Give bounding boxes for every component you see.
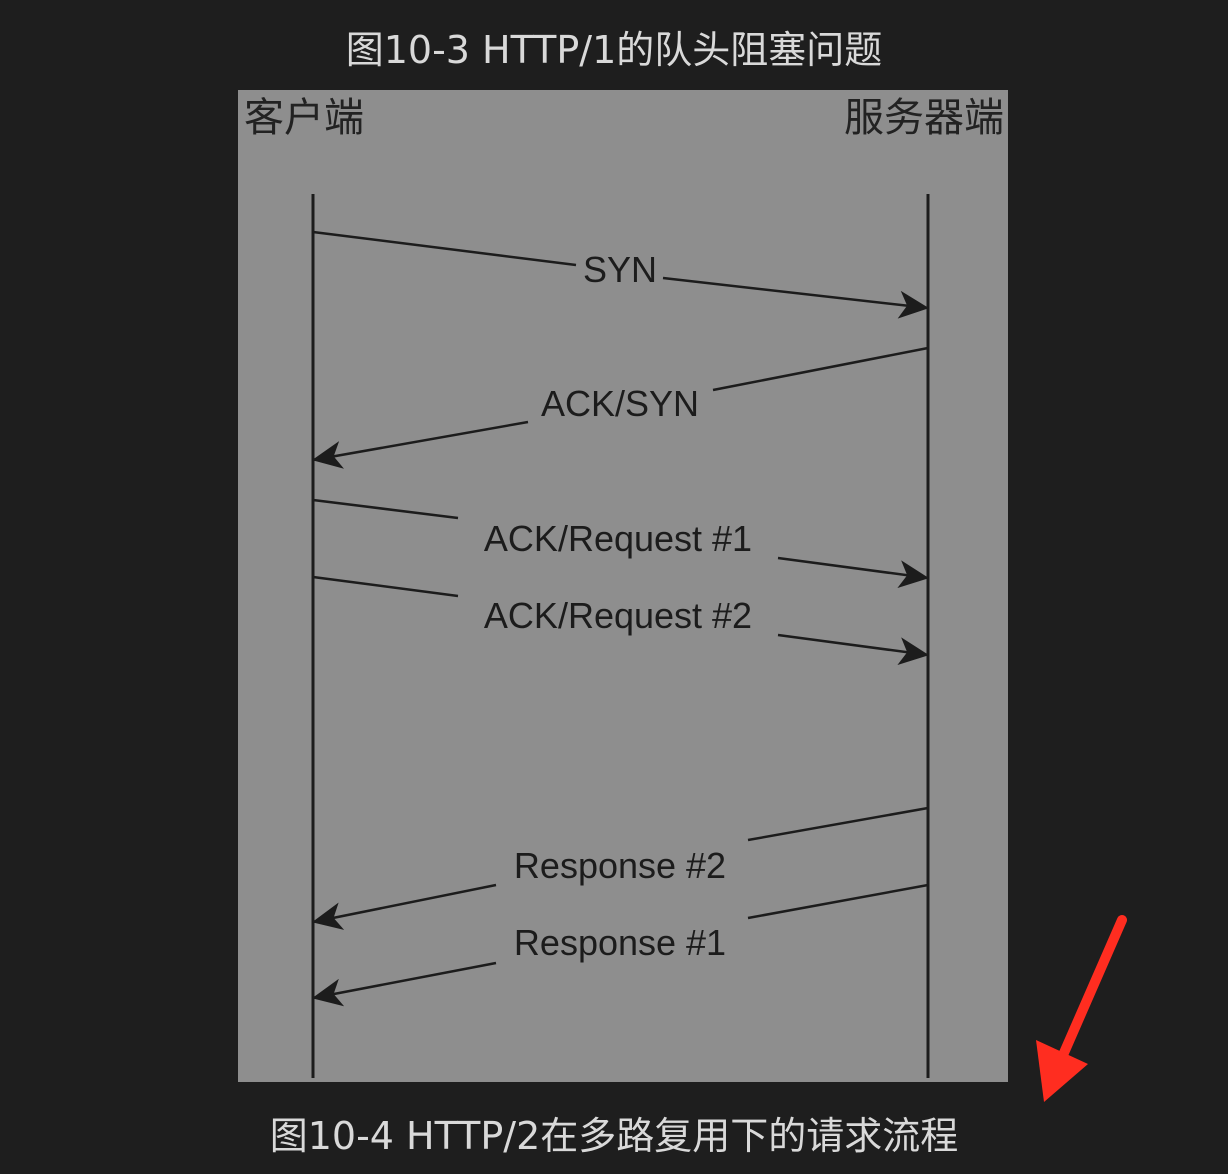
message-syn: SYN (312, 230, 929, 319)
message-label-ack-request-1: ACK/Request #1 (484, 518, 752, 559)
message-label-ack-request-2: ACK/Request #2 (484, 595, 752, 636)
message-label-response-1: Response #1 (514, 922, 726, 963)
sequence-diagram: 客户端 服务器端 SYN ACK/SYN ACK (238, 90, 1008, 1082)
figure-caption-bottom: 图10-4 HTTP/2在多路复用下的请求流程 (269, 1114, 959, 1158)
sequence-diagram-svg: SYN ACK/SYN ACK/Request #1 ACK/Request #… (311, 194, 930, 1078)
message-ack-syn: ACK/SYN (312, 346, 929, 469)
message-label-ack-syn: ACK/SYN (541, 383, 699, 424)
message-ack-request-2: ACK/Request #2 (312, 575, 929, 666)
message-label-syn: SYN (583, 249, 657, 290)
figure-caption-top: 图10-3 HTTP/1的队头阻塞问题 (345, 28, 883, 72)
message-ack-request-1: ACK/Request #1 (312, 498, 929, 589)
client-actor-label: 客户端 (244, 95, 364, 141)
server-actor-label: 服务器端 (844, 95, 1004, 141)
message-label-response-2: Response #2 (514, 845, 726, 886)
message-response-2: Response #2 (312, 806, 929, 930)
red-arrow-icon (1036, 915, 1127, 1102)
message-response-1: Response #1 (312, 883, 929, 1007)
